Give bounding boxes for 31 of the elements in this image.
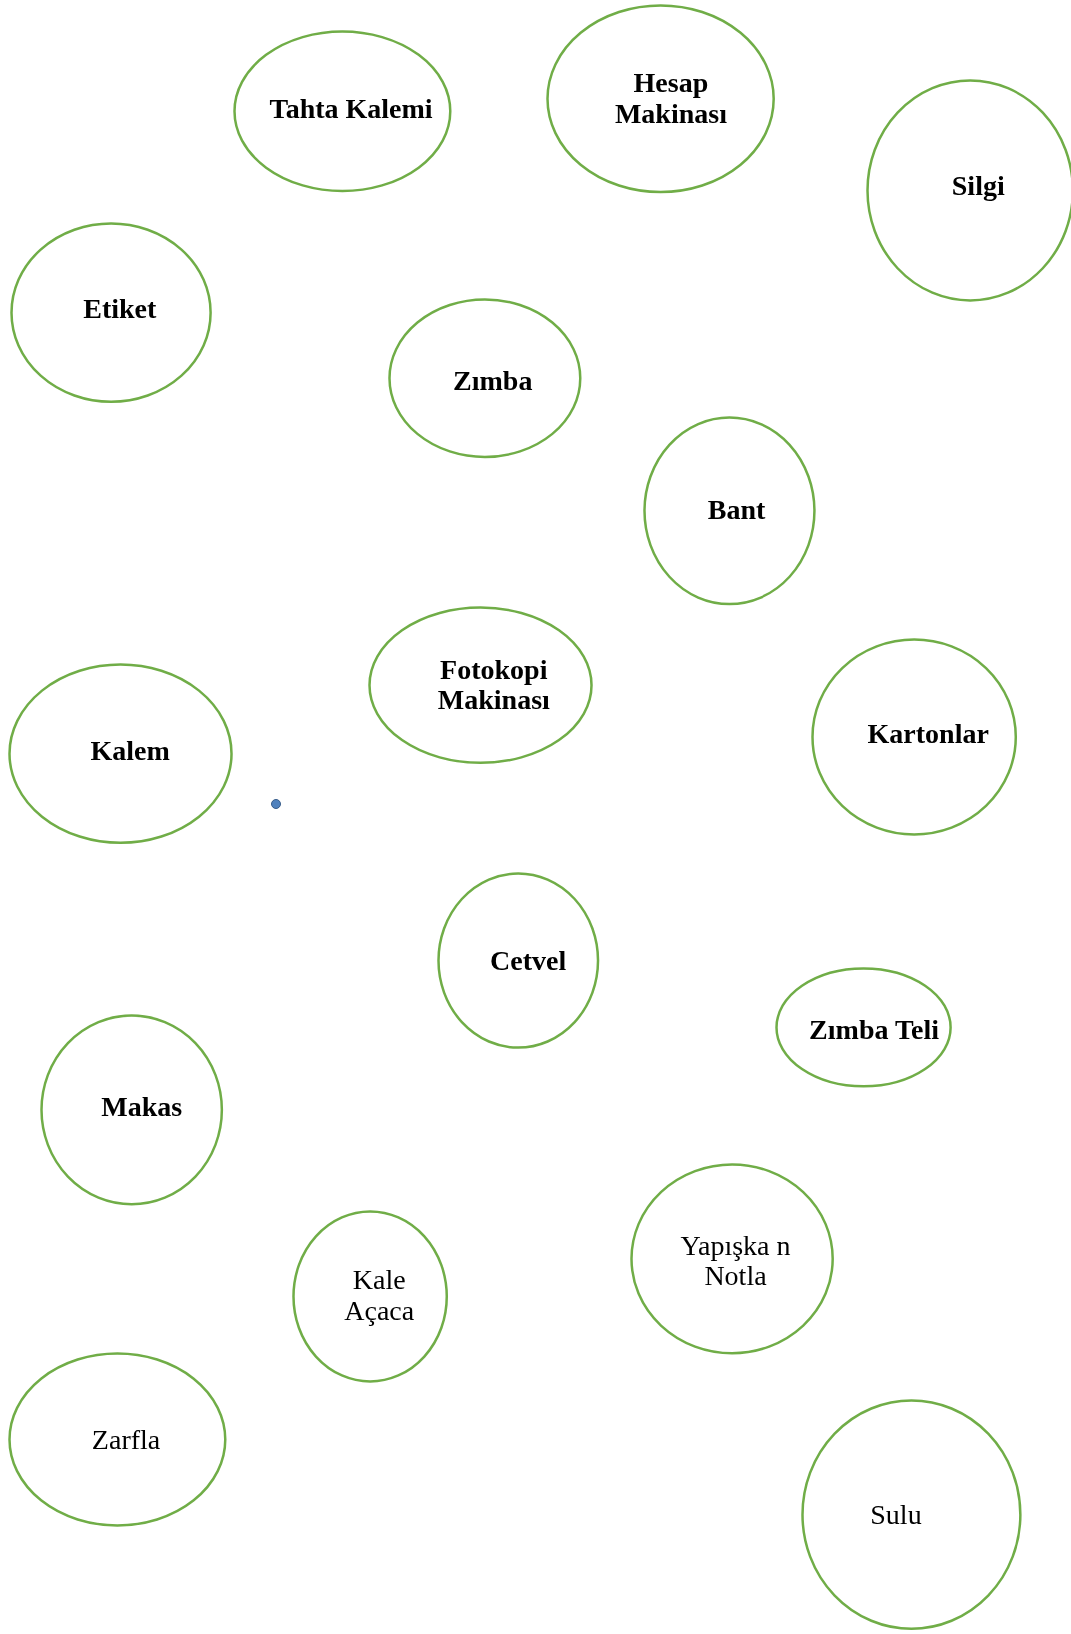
ellipse-node	[775, 966, 953, 1088]
node-label: Fotokopi Makinası	[436, 654, 551, 717]
ellipse-node	[436, 872, 600, 1050]
ellipse-node	[8, 1352, 228, 1528]
node-label: Bant	[706, 495, 767, 526]
ellipse-node	[10, 221, 213, 404]
node-label: Zımba Teli	[808, 1014, 941, 1046]
node-label: Kartonlar	[866, 719, 990, 750]
node-label: Tahta Kalemi	[269, 94, 434, 125]
node-label: Etiket	[82, 294, 158, 325]
node-label: Yapışka n Notla	[679, 1230, 792, 1293]
ellipse-node	[8, 662, 234, 844]
node-label: Silgi	[950, 171, 1006, 202]
node-label: Kalem	[89, 735, 171, 767]
ellipse-node	[291, 1209, 448, 1383]
ellipse-node	[642, 415, 816, 606]
node-label: Cetvel	[489, 945, 568, 976]
ellipse-node	[387, 297, 582, 459]
node-label: Kale Açaca	[343, 1265, 416, 1327]
node-label: Makas	[100, 1092, 184, 1123]
node-label: Sulu	[869, 1499, 923, 1531]
node-label: Zımba	[452, 365, 534, 397]
ellipse-node	[630, 1162, 835, 1355]
ellipse-node	[801, 1399, 1022, 1631]
ellipse-node	[39, 1013, 223, 1206]
node-label: Zarfla	[90, 1424, 162, 1456]
ellipse-node	[367, 606, 593, 765]
ellipse-node	[545, 4, 776, 194]
node-label: Hesap Makinası	[613, 68, 728, 130]
ellipse-node	[810, 637, 1017, 836]
ellipse-node	[233, 30, 453, 193]
